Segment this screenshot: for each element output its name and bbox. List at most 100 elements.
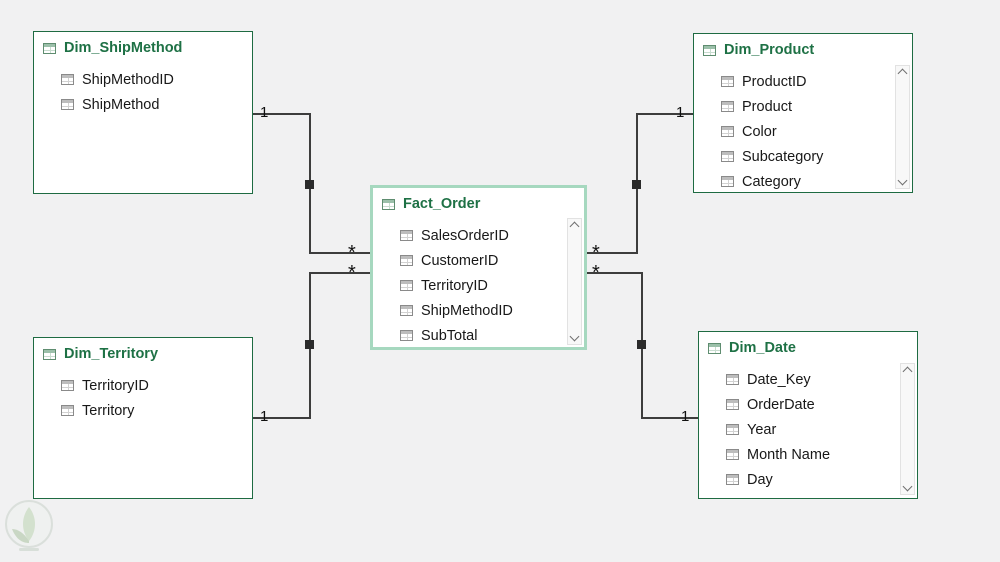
table-dim-shipmethod[interactable]: Dim_ShipMethod ShipMethodID ShipMethod bbox=[33, 31, 253, 194]
cardinality-one-label: 1 bbox=[676, 104, 685, 121]
field-label: ShipMethodID bbox=[421, 302, 513, 319]
field-label: Product bbox=[742, 98, 792, 115]
relationship-direction-marker bbox=[637, 340, 646, 349]
field-table-icon bbox=[61, 74, 74, 85]
table-icon bbox=[382, 198, 395, 210]
field-label: CustomerID bbox=[421, 252, 499, 269]
field-label: Year bbox=[747, 421, 777, 438]
cardinality-one-label: 1 bbox=[681, 408, 690, 425]
field-row[interactable]: ShipMethodID bbox=[373, 298, 584, 323]
relationship-direction-marker bbox=[305, 180, 314, 189]
field-table-icon bbox=[400, 330, 413, 341]
field-row[interactable]: Product bbox=[694, 94, 912, 119]
field-row[interactable]: Category bbox=[694, 169, 912, 194]
field-table-icon bbox=[726, 424, 739, 435]
field-row[interactable]: SubTotal bbox=[373, 323, 584, 348]
field-table-icon bbox=[61, 380, 74, 391]
scroll-up-icon[interactable] bbox=[897, 68, 908, 79]
scroll-down-icon[interactable] bbox=[902, 481, 913, 492]
field-row[interactable]: Subcategory bbox=[694, 144, 912, 169]
scroll-up-icon[interactable] bbox=[902, 366, 913, 377]
field-label: Category bbox=[742, 173, 801, 190]
field-table-icon bbox=[726, 449, 739, 460]
table-title: Dim_Product bbox=[724, 42, 815, 58]
relationship-line-segment[interactable] bbox=[586, 272, 643, 274]
field-label: Month Name bbox=[747, 446, 831, 463]
field-label: Date_Key bbox=[747, 371, 811, 388]
cardinality-many-label: * bbox=[348, 262, 356, 284]
table-icon bbox=[43, 348, 56, 360]
field-label: Day bbox=[747, 471, 773, 488]
scroll-up-icon[interactable] bbox=[569, 221, 580, 232]
field-table-icon bbox=[721, 101, 734, 112]
field-label: Subcategory bbox=[742, 148, 824, 165]
scroll-down-icon[interactable] bbox=[569, 331, 580, 342]
field-label: ProductID bbox=[742, 73, 807, 90]
field-label: TerritoryID bbox=[82, 377, 149, 394]
field-row[interactable]: ShipMethodID bbox=[34, 67, 252, 92]
table-header[interactable]: Dim_Date bbox=[699, 332, 917, 364]
field-table-icon bbox=[400, 230, 413, 241]
relationship-line-segment[interactable] bbox=[637, 113, 694, 115]
table-header[interactable]: Dim_Territory bbox=[34, 338, 252, 370]
field-label: Color bbox=[742, 123, 777, 140]
cardinality-many-label: * bbox=[592, 242, 600, 264]
field-row[interactable]: Territory bbox=[34, 398, 252, 423]
field-table-icon bbox=[61, 99, 74, 110]
relationship-line-segment[interactable] bbox=[641, 417, 699, 419]
relationship-direction-marker bbox=[632, 180, 641, 189]
table-dim-date[interactable]: Dim_Date Date_Key OrderDate Year Month N… bbox=[698, 331, 918, 499]
field-row[interactable]: SalesOrderID bbox=[373, 223, 584, 248]
cardinality-many-label: * bbox=[348, 242, 356, 264]
relationship-line-segment[interactable] bbox=[252, 113, 310, 115]
relationship-line-segment[interactable] bbox=[309, 252, 370, 254]
table-header[interactable]: Dim_Product bbox=[694, 34, 912, 66]
table-header[interactable]: Fact_Order bbox=[373, 188, 584, 220]
field-row[interactable]: ProductID bbox=[694, 69, 912, 94]
field-table-icon bbox=[400, 255, 413, 266]
scrollbar[interactable] bbox=[895, 65, 910, 189]
relationship-line-segment[interactable] bbox=[309, 272, 370, 274]
field-row[interactable]: TerritoryID bbox=[373, 273, 584, 298]
table-header[interactable]: Dim_ShipMethod bbox=[34, 32, 252, 64]
field-table-icon bbox=[721, 176, 734, 187]
field-row[interactable]: Date_Key bbox=[699, 367, 917, 392]
table-title: Dim_Date bbox=[729, 340, 796, 356]
table-title: Dim_Territory bbox=[64, 346, 159, 362]
field-row[interactable]: Year bbox=[699, 417, 917, 442]
scrollbar[interactable] bbox=[567, 218, 582, 345]
field-table-icon bbox=[726, 374, 739, 385]
field-label: TerritoryID bbox=[421, 277, 488, 294]
field-row[interactable]: Day bbox=[699, 467, 917, 492]
field-table-icon bbox=[721, 151, 734, 162]
table-fact-order[interactable]: Fact_Order SalesOrderID CustomerID Terri… bbox=[370, 185, 587, 350]
watermark-logo bbox=[2, 498, 56, 562]
scrollbar[interactable] bbox=[900, 363, 915, 495]
field-row[interactable]: OrderDate bbox=[699, 392, 917, 417]
field-row[interactable]: ShipMethod bbox=[34, 92, 252, 117]
cardinality-many-label: * bbox=[592, 262, 600, 284]
field-row[interactable]: TerritoryID bbox=[34, 373, 252, 398]
table-title: Dim_ShipMethod bbox=[64, 40, 183, 56]
scroll-down-icon[interactable] bbox=[897, 175, 908, 186]
relationship-direction-marker bbox=[305, 340, 314, 349]
cardinality-one-label: 1 bbox=[260, 408, 269, 425]
table-dim-product[interactable]: Dim_Product ProductID Product Color Subc… bbox=[693, 33, 913, 193]
relationship-line-segment[interactable] bbox=[586, 252, 638, 254]
relationship-line-segment[interactable] bbox=[252, 417, 310, 419]
table-dim-territory[interactable]: Dim_Territory TerritoryID Territory bbox=[33, 337, 253, 499]
field-table-icon bbox=[721, 76, 734, 87]
field-row[interactable]: Month Name bbox=[699, 442, 917, 467]
field-row[interactable]: Color bbox=[694, 119, 912, 144]
field-table-icon bbox=[726, 399, 739, 410]
cardinality-one-label: 1 bbox=[260, 104, 269, 121]
table-icon bbox=[43, 42, 56, 54]
field-label: SubTotal bbox=[421, 327, 478, 344]
field-label: Territory bbox=[82, 402, 135, 419]
field-table-icon bbox=[61, 405, 74, 416]
field-label: OrderDate bbox=[747, 396, 815, 413]
field-row[interactable]: CustomerID bbox=[373, 248, 584, 273]
table-icon bbox=[708, 342, 721, 354]
field-table-icon bbox=[721, 126, 734, 137]
